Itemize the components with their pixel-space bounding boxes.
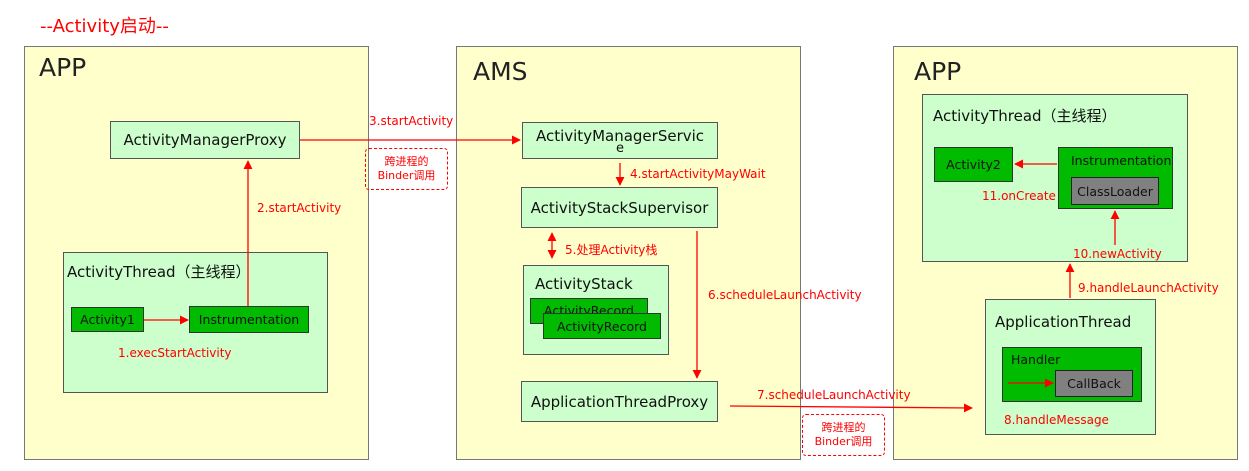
binder-note-bottom: 跨进程的 Binder调用: [802, 414, 885, 456]
handler-title: Handler: [1011, 352, 1061, 367]
activity-stack-title: ActivityStack: [535, 275, 633, 293]
binder-note-top-line1: 跨进程的: [384, 155, 429, 168]
step-6-label: 6.scheduleLaunchActivity: [708, 288, 862, 302]
step-3-label: 3.startActivity: [369, 114, 454, 128]
application-thread-title: ApplicationThread: [995, 313, 1132, 331]
instrumentation-left-box: Instrumentation: [189, 306, 309, 333]
step-1-label: 1.execStartActivity: [118, 346, 232, 360]
arrow-step-7: [729, 403, 973, 413]
ams-label-line2: e: [616, 140, 624, 156]
activity-record-front-box: ActivityRecord: [543, 313, 661, 339]
step-8-label: 8.handleMessage: [1004, 413, 1109, 427]
activity2-box: Activity2: [934, 147, 1013, 182]
panel-app-right-title: APP: [914, 57, 962, 86]
binder-note-top-line2: Binder调用: [377, 169, 436, 182]
instrumentation-right-title: Instrumentation: [1071, 153, 1172, 168]
activity-manager-proxy-box: ActivityManagerProxy: [110, 121, 300, 159]
binder-note-bottom-line2: Binder调用: [814, 435, 873, 448]
activity-manager-service-box: ActivityManagerServic e: [522, 122, 718, 159]
step-4-label: 4.startActivityMayWait: [630, 167, 766, 181]
application-thread-proxy-box: ApplicationThreadProxy: [521, 381, 718, 422]
step-11-label: 11.onCreate: [982, 189, 1056, 203]
binder-note-bottom-line1: 跨进程的: [821, 421, 866, 434]
step-5-label: 5.处理Activity栈: [565, 243, 658, 257]
step-7-label: 7.scheduleLaunchActivity: [757, 388, 911, 402]
step-2-label: 2.startActivity: [257, 201, 342, 215]
step-10-label: 10.newActivity: [1073, 247, 1162, 261]
panel-app-left-title: APP: [39, 53, 87, 82]
activity-stack-supervisor-box: ActivityStackSupervisor: [521, 187, 718, 228]
activity-thread-left-title: ActivityThread（主线程）: [67, 263, 251, 281]
classloader-box: ClassLoader: [1071, 177, 1159, 205]
diagram-title: --Activity启动--: [40, 16, 169, 37]
callback-box: CallBack: [1055, 370, 1133, 397]
binder-note-top: 跨进程的 Binder调用: [365, 148, 448, 190]
activity-thread-right-title: ActivityThread（主线程）: [933, 107, 1117, 125]
ams-label-line1: ActivityManagerServic: [535, 126, 705, 145]
panel-ams-title: AMS: [473, 57, 528, 86]
activity1-box: Activity1: [71, 307, 144, 332]
step-9-label: 9.handleLaunchActivity: [1078, 281, 1219, 295]
